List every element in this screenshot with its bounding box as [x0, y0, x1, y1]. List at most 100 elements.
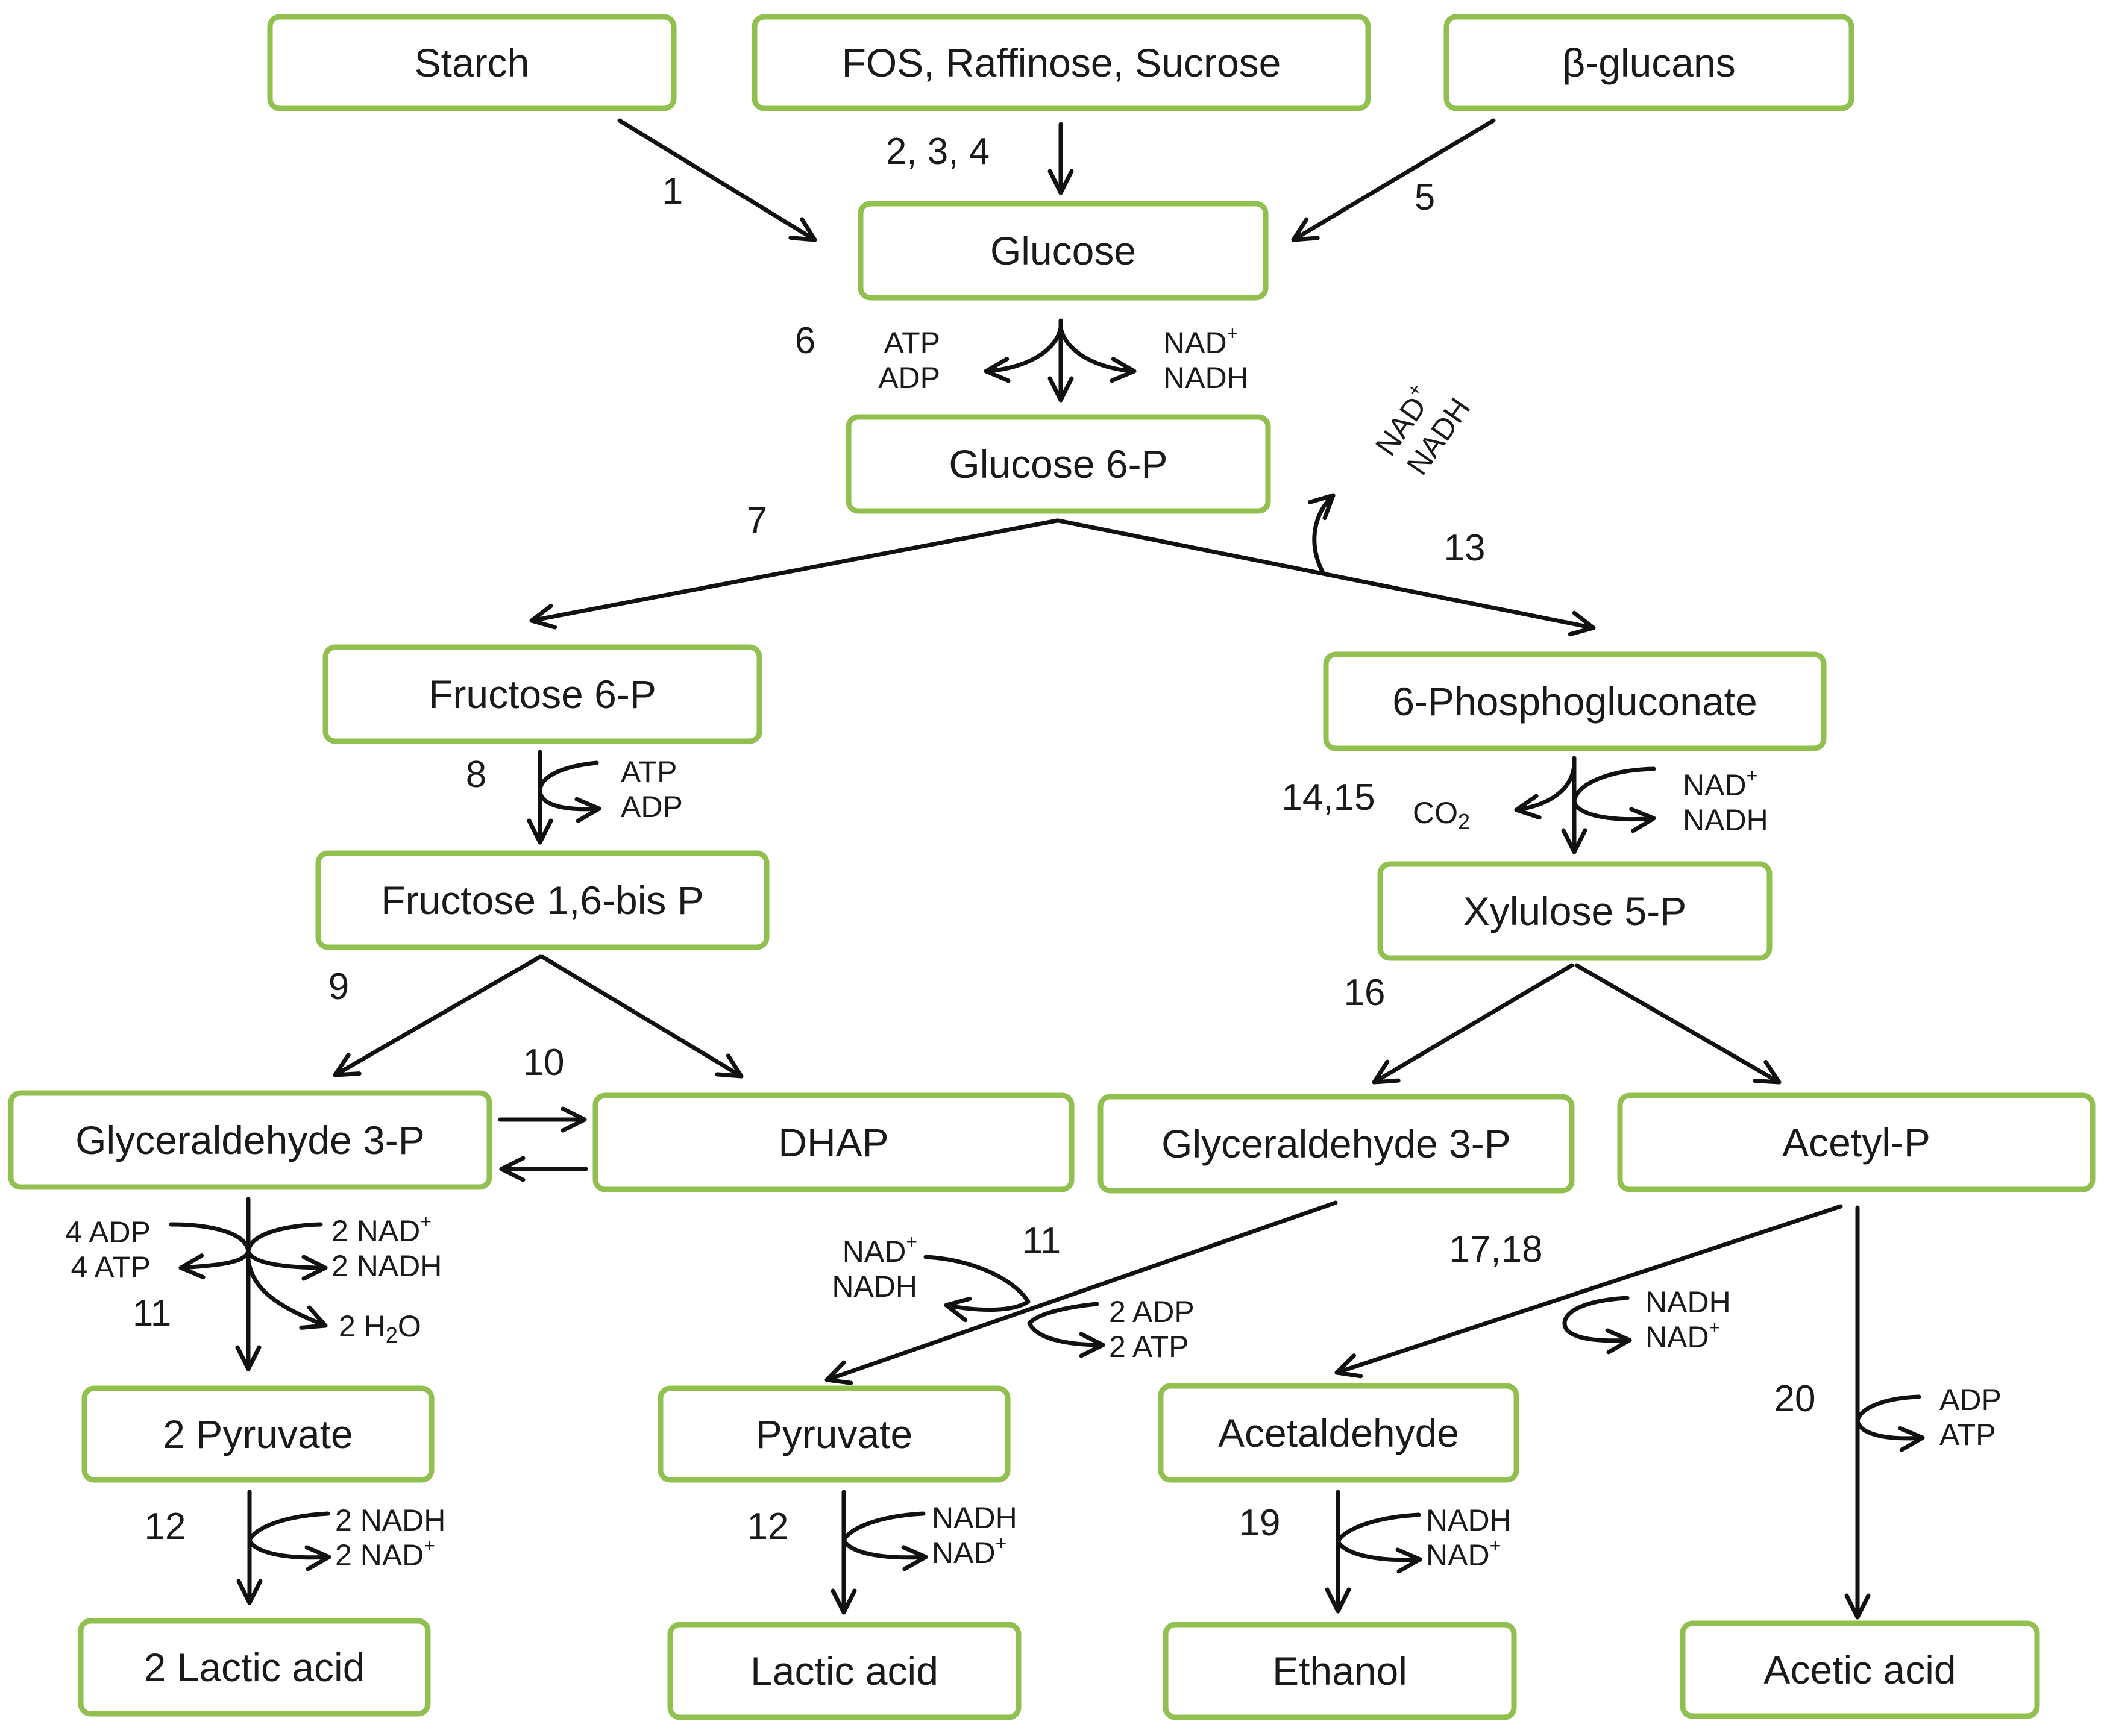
curve-nad-nadh-step13 — [1307, 493, 1336, 576]
label-atp-step8: ATP — [621, 755, 677, 789]
arrow-xylulose-acetylp — [1574, 963, 1782, 1085]
node-fos-raffinose-sucrose: FOS, Raffinose, Sucrose — [752, 14, 1371, 111]
node-glucose-6p-label: Glucose 6-P — [949, 442, 1167, 486]
label-2adp-step11-right: 2 ADP — [1109, 1295, 1195, 1329]
curve-nadh-nad-step12-left — [247, 1511, 331, 1571]
label-4adp: 4 ADP — [65, 1215, 151, 1249]
label-co2-step14: CO2 — [1413, 796, 1470, 834]
curve-h2o-step11-left — [246, 1257, 328, 1330]
label-nad-step15: NAD+ — [1683, 765, 1757, 802]
step-7: 7 — [747, 500, 767, 541]
node-2-lactic-acid: 2 Lactic acid — [78, 1618, 431, 1717]
label-nad-step19: NAD+ — [1426, 1535, 1501, 1572]
label-2nad-step12: 2 NAD+ — [335, 1535, 435, 1572]
node-acetyl-p: Acetyl-P — [1617, 1092, 2096, 1192]
node-acetic-acid: Acetic acid — [1680, 1620, 2040, 1719]
cofactor-arrows — [169, 325, 1925, 1574]
node-glucose-6p: Glucose 6-P — [846, 414, 1271, 514]
node-lactic-acid: Lactic acid — [667, 1622, 1022, 1720]
reaction-arrows — [235, 118, 1871, 1620]
node-fructose-6p-label: Fructose 6-P — [429, 672, 656, 716]
label-nadh-step19: NADH — [1426, 1503, 1512, 1537]
node-acetaldehyde-label: Acetaldehyde — [1218, 1411, 1459, 1455]
node-fructose-6p: Fructose 6-P — [322, 644, 762, 744]
step-numbers: 1 2, 3, 4 5 6 7 13 8 14,15 9 16 10 11 11… — [133, 131, 1816, 1547]
label-nadh-step12-right: NADH — [932, 1501, 1017, 1535]
node-ethanol: Ethanol — [1163, 1622, 1517, 1720]
step-11-right: 11 — [1022, 1220, 1061, 1262]
curve-nadh-nad-step19 — [1336, 1512, 1422, 1574]
node-acetaldehyde: Acetaldehyde — [1158, 1383, 1519, 1483]
node-xylulose-5p: Xylulose 5-P — [1377, 861, 1773, 961]
arrow-g3p-pyruvate — [824, 1200, 1338, 1385]
arrow-fbp-dhap — [540, 954, 744, 1079]
node-lactic-acid-label: Lactic acid — [750, 1649, 938, 1693]
node-starch: Starch — [267, 14, 677, 111]
step-10: 10 — [523, 1042, 565, 1083]
node-glyceraldehyde-3p-right: Glyceraldehyde 3-P — [1097, 1094, 1575, 1194]
curve-nad-nadh-step15 — [1572, 766, 1656, 833]
node-fos-label: FOS, Raffinose, Sucrose — [842, 40, 1281, 85]
label-nadh-step17: NADH — [1645, 1285, 1731, 1319]
step-6: 6 — [795, 320, 815, 362]
node-beta-glucans-label: β-glucans — [1562, 40, 1735, 85]
label-nad-step6: NAD+ — [1163, 322, 1238, 360]
step-5: 5 — [1415, 177, 1435, 218]
node-g3p-right-label: Glyceraldehyde 3-P — [1161, 1121, 1511, 1166]
label-2atp-step11-right: 2 ATP — [1109, 1330, 1189, 1364]
step-2-3-4: 2, 3, 4 — [886, 131, 990, 172]
label-2nad-step11: 2 NAD+ — [331, 1211, 432, 1248]
node-2-lactic-acid-label: 2 Lactic acid — [144, 1645, 365, 1690]
curve-adp-atp-step11-right — [1027, 1302, 1105, 1358]
curve-adp-atp-step11-left — [169, 1222, 251, 1280]
curve-nad-nadh-step11-left — [246, 1222, 328, 1281]
step-12-right: 12 — [747, 1506, 789, 1547]
label-nadh-step15: NADH — [1683, 803, 1768, 837]
step-12-left: 12 — [145, 1506, 186, 1547]
node-pyruvate: Pyruvate — [658, 1385, 1011, 1483]
label-nad-step12-right: NAD+ — [932, 1532, 1006, 1570]
arrow-xylulose-g3p — [1372, 963, 1574, 1085]
node-glyceraldehyde-3p-left: Glyceraldehyde 3-P — [8, 1090, 492, 1190]
node-fructose-1-6-bisp: Fructose 1,6-bis P — [315, 850, 770, 950]
curve-atp-adp-step8 — [538, 760, 601, 823]
step-13: 13 — [1444, 527, 1486, 569]
curve-co2-step14 — [1514, 763, 1577, 820]
curve-adp-atp-step20 — [1855, 1394, 1925, 1452]
label-atp-step6: ATP — [884, 326, 940, 360]
cofactor-labels: ATP ADP NAD+ NADH NAD+ NADH ATP ADP CO2 … — [65, 322, 2002, 1572]
label-nadh-step11-right: NADH — [832, 1270, 917, 1303]
node-6-phosphogluconate-label: 6-Phosphogluconate — [1392, 679, 1757, 724]
node-beta-glucans: β-glucans — [1443, 14, 1854, 111]
step-20: 20 — [1774, 1378, 1816, 1420]
curve-nad-nadh-step11-right — [923, 1255, 1031, 1323]
curve-atp-adp-step6 — [984, 325, 1063, 383]
arrow-starch-glucose — [617, 118, 817, 242]
node-fructose-1-6-bisp-label: Fructose 1,6-bis P — [381, 878, 704, 923]
label-nadh-step6: NADH — [1163, 361, 1249, 395]
step-1: 1 — [662, 171, 683, 212]
step-14-15: 14,15 — [1281, 777, 1375, 818]
node-6-phosphogluconate: 6-Phosphogluconate — [1323, 651, 1827, 751]
curve-nadh-nad-step17 — [1562, 1296, 1632, 1355]
step-9: 9 — [328, 966, 349, 1007]
step-19: 19 — [1239, 1502, 1281, 1544]
node-glucose-label: Glucose — [990, 228, 1136, 273]
node-dhap: DHAP — [592, 1092, 1075, 1192]
arrow-bglucans-glucose — [1291, 118, 1496, 242]
label-atp-step20: ATP — [1939, 1418, 1996, 1452]
node-ethanol-label: Ethanol — [1272, 1649, 1407, 1693]
label-2h2o: 2 H2O — [339, 1309, 421, 1347]
step-17-18: 17,18 — [1449, 1229, 1542, 1270]
step-11-left: 11 — [133, 1293, 171, 1334]
arrow-glucose6p-fructose6p — [529, 518, 1060, 630]
arrow-acetylp-acetaldehyde — [1334, 1204, 1843, 1379]
label-adp-step20: ADP — [1939, 1383, 2002, 1417]
node-2-pyruvate-label: 2 Pyruvate — [163, 1412, 353, 1456]
label-adp-step8: ADP — [621, 790, 683, 824]
curve-nadh-nad-step12-right — [841, 1511, 928, 1571]
node-acetic-acid-label: Acetic acid — [1763, 1647, 1956, 1692]
step-16: 16 — [1344, 972, 1386, 1014]
node-pyruvate-label: Pyruvate — [756, 1412, 912, 1456]
